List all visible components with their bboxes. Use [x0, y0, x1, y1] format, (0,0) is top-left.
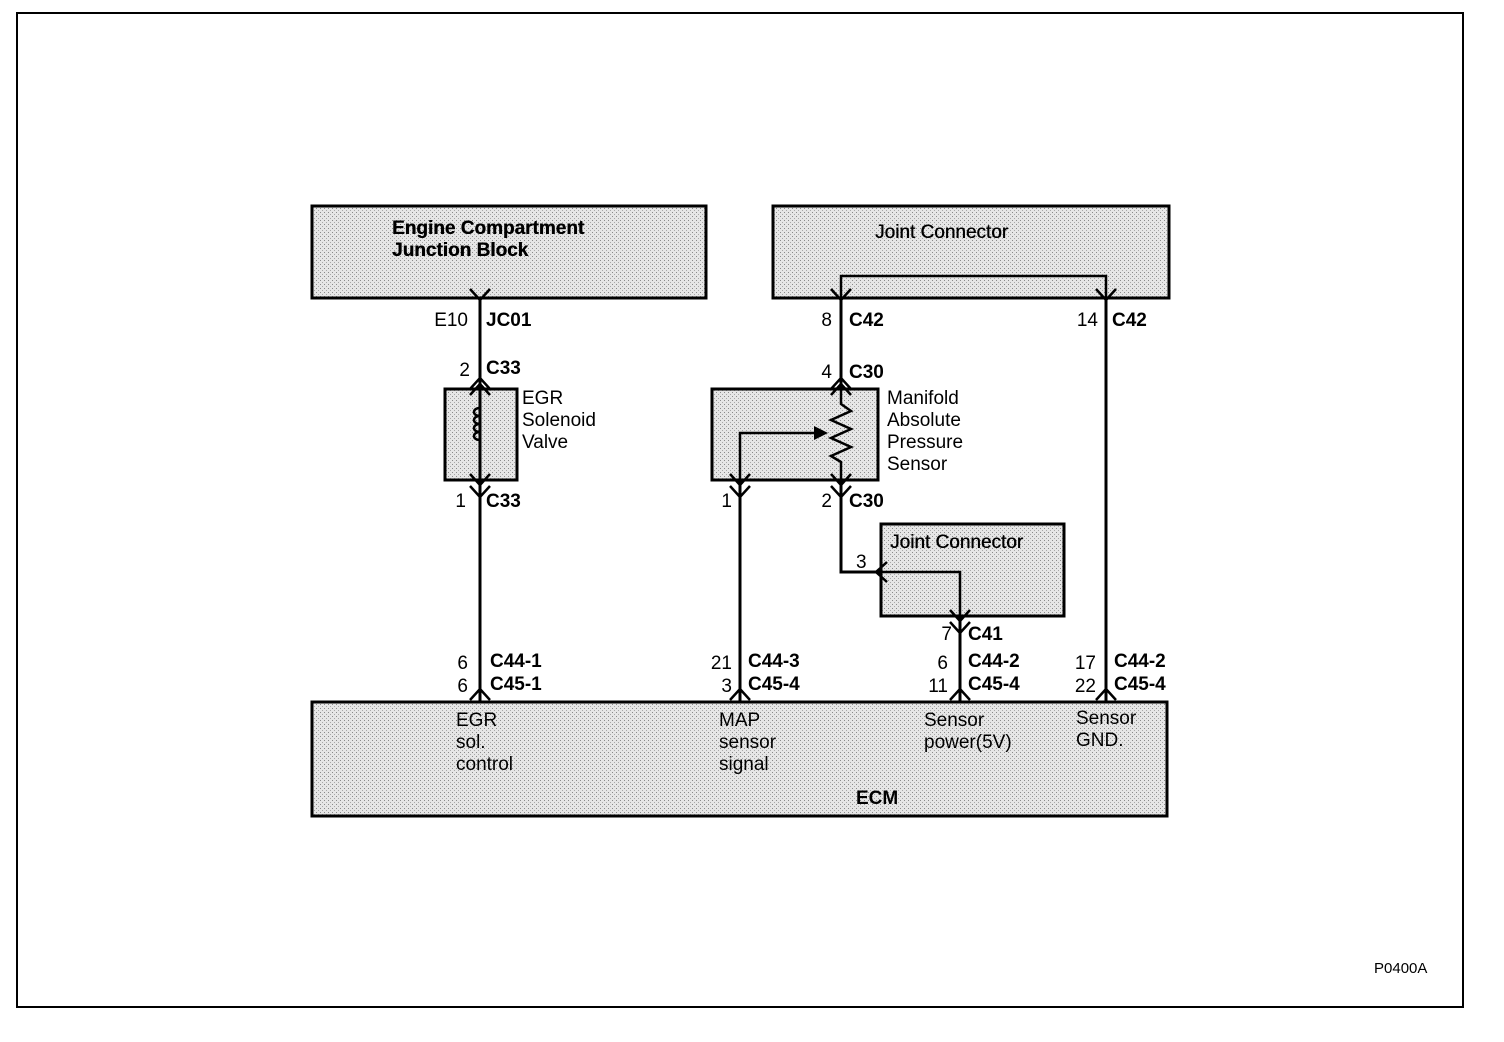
diagram-frame: [16, 12, 1464, 1008]
pin-c33-top: 2: [459, 360, 470, 381]
internal-wires: [472, 274, 1108, 616]
connector-gnd-c44: C44-2: [1114, 651, 1166, 672]
map-sensor-label: Manifold Absolute Pressure Sensor: [887, 388, 964, 475]
ecm-block: [310, 700, 1169, 818]
ecm-power-pin-label: Sensor power(5V): [924, 710, 1012, 753]
connector-map-c44: C44-3: [748, 651, 800, 672]
connector-jc01: JC01: [486, 310, 532, 331]
connector-power-c45: C45-4: [968, 674, 1020, 695]
engine-junction-title: Engine Compartment Junction Block: [392, 218, 585, 261]
pin-gnd-c45: 22: [1074, 676, 1096, 697]
connector-c42-left: C42: [849, 310, 884, 331]
connector-gnd-c45: C45-4: [1114, 674, 1166, 695]
joint-connector-mid-title: Joint Connector: [890, 532, 1024, 553]
pin-power-c44: 6: [937, 653, 948, 674]
pin-c41: 7: [941, 624, 952, 645]
connector-c33-top: C33: [486, 358, 521, 379]
connector-c41: C41: [968, 624, 1003, 645]
figure-id: P0400A: [1374, 960, 1428, 977]
map-sensor-box: [710, 387, 880, 482]
connector-c30-bottom: C30: [849, 491, 884, 512]
connector-c42-right: C42: [1112, 310, 1147, 331]
ecm-gnd-pin-label: Sensor GND.: [1076, 708, 1137, 751]
ecm-title: ECM: [856, 788, 899, 809]
connector-power-c44: C44-2: [968, 651, 1020, 672]
pin-map-c45: 3: [721, 676, 732, 697]
pin-c30-bottom: 2: [821, 491, 832, 512]
wires: [478, 298, 1108, 702]
pin-egr-c44: 6: [457, 653, 468, 674]
ecm-egr-pin-label: EGR sol. control: [456, 710, 514, 775]
pin-joint-3: 3: [856, 552, 867, 573]
joint-connector-top-block: [771, 204, 1171, 300]
pin-gnd-c44: 17: [1074, 653, 1096, 674]
pin-power-c45: 11: [928, 676, 948, 697]
pin-c30-top: 4: [821, 362, 832, 383]
joint-connector-top-title: Joint Connector: [875, 222, 1009, 243]
joint-connector-mid-block: [879, 522, 1066, 618]
pin-c42-right: 14: [1076, 310, 1098, 331]
pin-c42-left: 8: [821, 310, 832, 331]
ecm-map-pin-label: MAP sensor signal: [719, 710, 777, 775]
connector-marks: [469, 288, 1117, 701]
pin-map-c44: 21: [710, 653, 732, 674]
pin-map-1: 1: [721, 491, 732, 512]
wiper-arrowhead: [814, 426, 828, 440]
engine-junction-block: [310, 204, 708, 300]
egr-valve-label: EGR Solenoid Valve: [522, 388, 596, 453]
connector-egr-c44: C44-1: [490, 651, 542, 672]
connector-map-c45: C45-4: [748, 674, 800, 695]
connector-egr-c45: C45-1: [490, 674, 542, 695]
pin-egr-c45: 6: [457, 676, 468, 697]
connector-c30-top: C30: [849, 362, 884, 383]
pin-c33-bottom: 1: [455, 491, 466, 512]
connector-c33-bottom: C33: [486, 491, 521, 512]
pin-e10: E10: [434, 310, 468, 331]
